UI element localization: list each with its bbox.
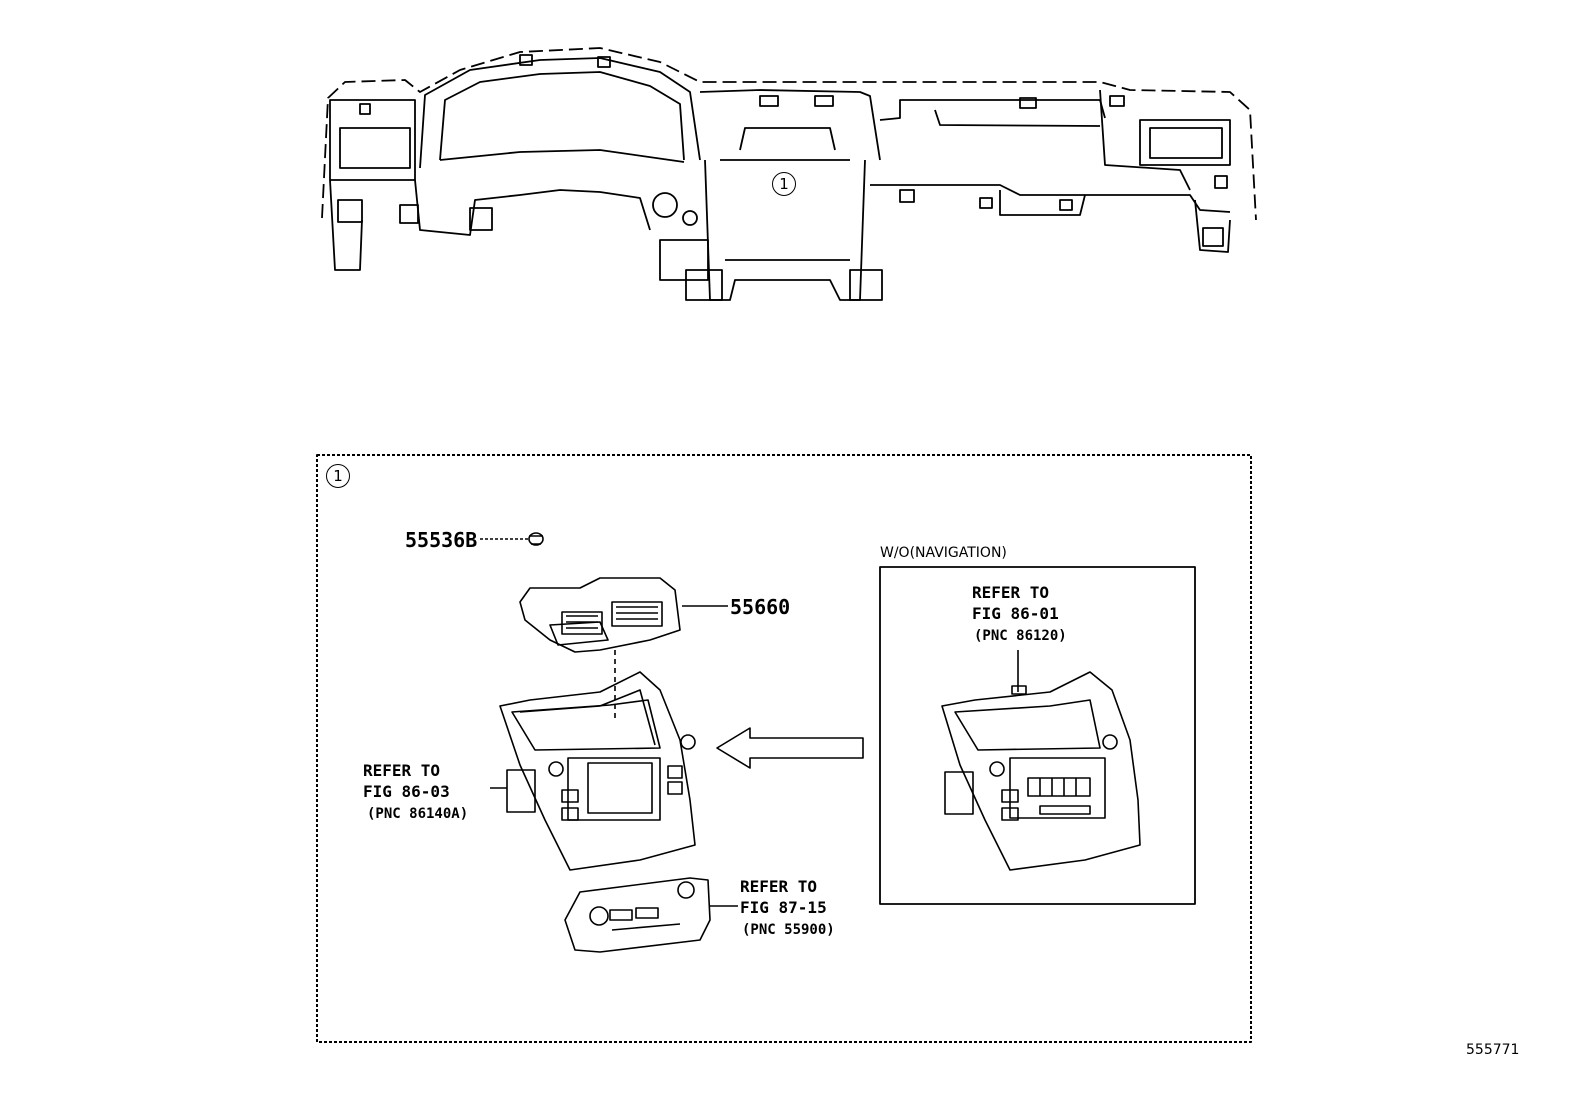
audio-ref-line3: (PNC 86140A) (367, 806, 469, 822)
alt-ref-line1: REFER TO (972, 583, 1050, 602)
climate-ref-line3: (PNC 55900) (742, 922, 835, 938)
climate-panel-art (564, 877, 738, 953)
variant-label: W/O(NAVIGATION) (880, 545, 1007, 561)
climate-ref-line1: REFER TO (740, 877, 818, 896)
callout-detail: 1 (326, 464, 350, 488)
climate-ref-line2: FIG 87-15 (740, 898, 827, 917)
center-bezel-art (490, 671, 696, 871)
detail-frame (316, 454, 1252, 1043)
instrument-panel-frame (321, 47, 1257, 301)
alt-ref-line2: FIG 86-01 (972, 604, 1059, 623)
grommet-part-art (480, 532, 544, 546)
audio-ref-line1: REFER TO (363, 761, 441, 780)
variant-frame (879, 566, 1196, 905)
audio-ref-line2: FIG 86-03 (363, 782, 450, 801)
diagram-id: 555771 (1466, 1042, 1520, 1058)
part-number-vent: 55660 (730, 595, 791, 619)
part-number-grommet: 55536B (405, 528, 478, 552)
direction-arrow (716, 727, 864, 769)
vent-part-art (519, 577, 728, 720)
callout-main: 1 (772, 172, 796, 196)
alt-ref-line3: (PNC 86120) (974, 628, 1067, 644)
alt-bezel-art (941, 650, 1141, 871)
